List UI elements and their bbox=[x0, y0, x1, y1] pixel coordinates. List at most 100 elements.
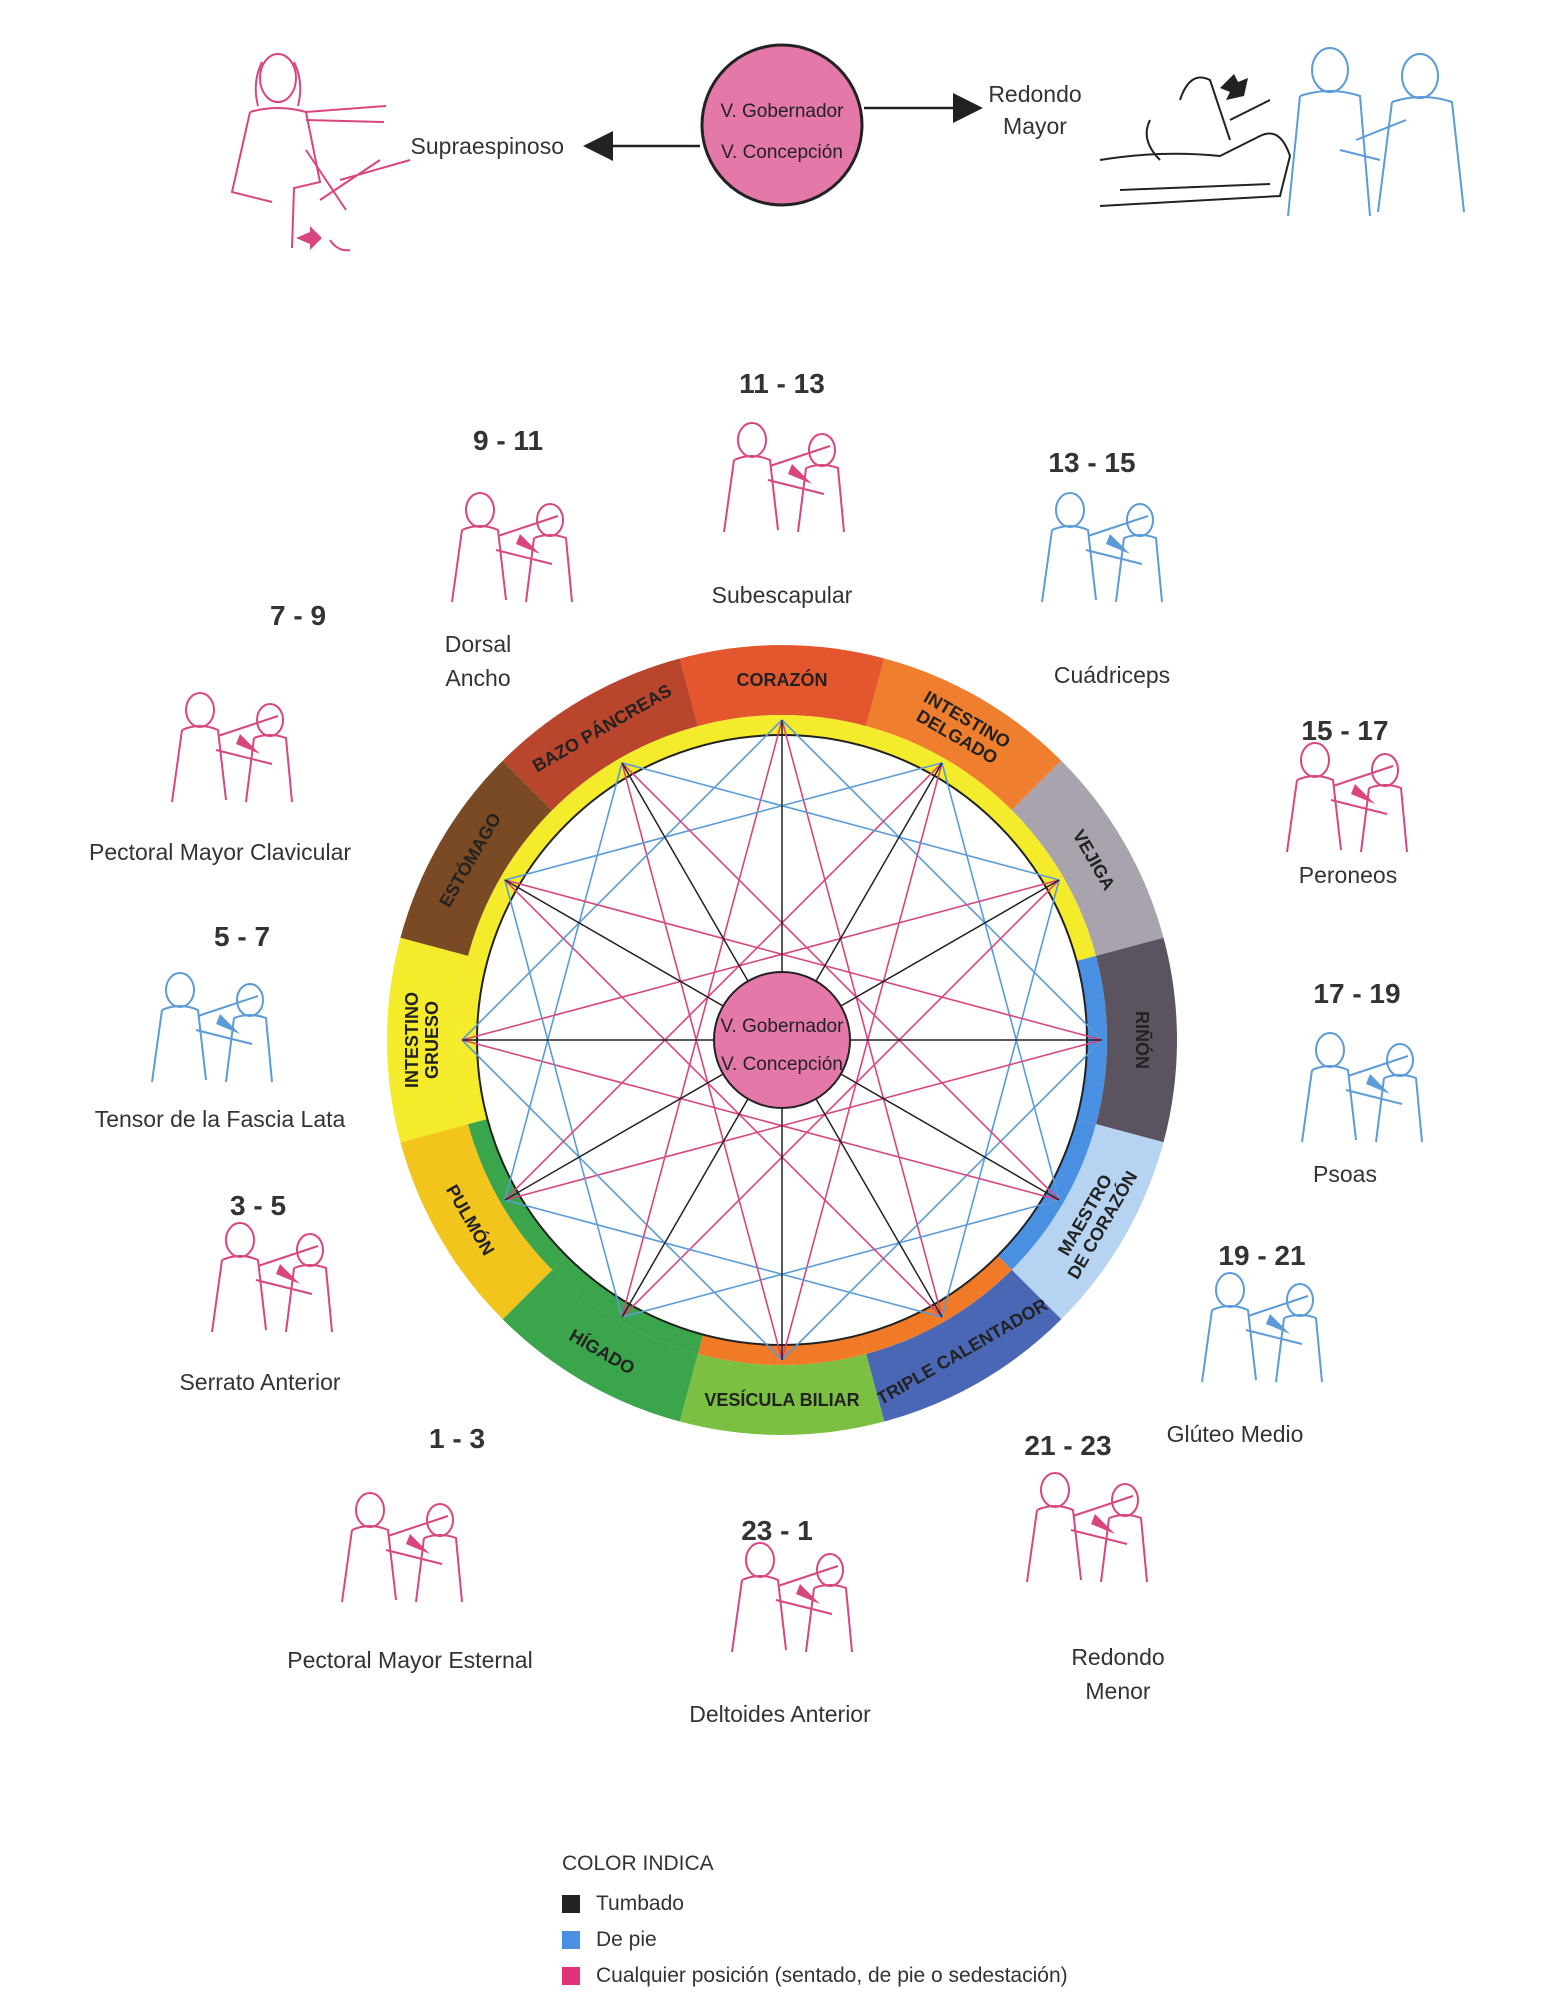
star-line-blue bbox=[941, 879, 1060, 1318]
legend-entry-tumbado: Tumbado bbox=[562, 1886, 1068, 1922]
legend-entry-cualquier: Cualquier posición (sentado, de pie o se… bbox=[562, 1958, 1068, 1994]
item-muscle-label: Menor bbox=[1085, 1678, 1151, 1704]
item-muscle-label: Tensor de la Fascia Lata bbox=[95, 1106, 346, 1132]
star-line-blue bbox=[941, 762, 1060, 1201]
legend-entry-de-pie: De pie bbox=[562, 1922, 1068, 1958]
item-range: 1 - 3 bbox=[429, 1423, 485, 1454]
wheel-segment-label: RIÑÓN bbox=[1132, 1011, 1153, 1069]
legend-label-tumbado: Tumbado bbox=[596, 1892, 684, 1915]
item-muscle-label: Ancho bbox=[445, 665, 510, 691]
wheel-inner-band bbox=[468, 810, 567, 962]
wheel-segment-label: CORAZÓN bbox=[737, 669, 828, 690]
direction-arrow-icon bbox=[1351, 784, 1375, 804]
wheel-center-circle bbox=[713, 971, 851, 1109]
item-illustration bbox=[1201, 1272, 1323, 1383]
legend-label-cualquier: Cualquier posición (sentado, de pie o se… bbox=[596, 1964, 1068, 1987]
header-center-line1: V. Gobernador bbox=[721, 101, 845, 122]
direction-arrow-icon bbox=[236, 734, 260, 754]
supraespinoso-arrow-icon bbox=[296, 226, 322, 250]
wheel-segment bbox=[1011, 1124, 1164, 1320]
direction-arrow-icon bbox=[1266, 1314, 1290, 1334]
item-muscle-label: Cuádriceps bbox=[1054, 662, 1170, 688]
star-line-pink bbox=[461, 879, 1060, 1041]
item-muscle-label: Peroneos bbox=[1299, 862, 1397, 888]
item-illustration bbox=[341, 1492, 463, 1603]
item-muscle-label: Deltoides Anterior bbox=[689, 1701, 871, 1727]
item-illustration bbox=[1041, 492, 1163, 603]
star-line-blue bbox=[504, 762, 623, 1201]
wheel-segment bbox=[679, 645, 885, 727]
star-line-pink bbox=[621, 762, 1060, 1201]
item-muscle-label: Pectoral Mayor Esternal bbox=[287, 1647, 532, 1673]
star-line-pink bbox=[504, 879, 943, 1318]
wheel-segment bbox=[866, 658, 1062, 811]
wheel-segment bbox=[502, 1269, 698, 1422]
wheel-segment bbox=[679, 1353, 885, 1435]
item-muscle-label: Glúteo Medio bbox=[1167, 1421, 1304, 1447]
star-line-blue bbox=[781, 1039, 1103, 1361]
star-line-blue bbox=[504, 879, 623, 1318]
item-muscle-label: Serrato Anterior bbox=[179, 1369, 340, 1395]
star-line-pink bbox=[461, 1039, 1060, 1201]
item-muscle-label: Psoas bbox=[1313, 1161, 1377, 1187]
direction-arrow-icon bbox=[1106, 534, 1130, 554]
wheel-segment bbox=[400, 760, 553, 956]
item-illustration bbox=[731, 1542, 853, 1653]
star-line-blue bbox=[461, 719, 783, 1041]
item-range: 23 - 1 bbox=[741, 1515, 813, 1546]
item-range: 15 - 17 bbox=[1301, 715, 1388, 746]
star-line-blue bbox=[461, 1039, 783, 1361]
wheel-segment bbox=[866, 1269, 1062, 1422]
wheel-inner-band bbox=[552, 726, 704, 825]
redondo-mayor-label-line1: Redondo bbox=[988, 81, 1081, 107]
wheel-center-line1: V. Gobernador bbox=[721, 1016, 845, 1037]
item-illustration bbox=[451, 492, 573, 603]
header-group: V. Gobernador V. Concepción Supraespinos… bbox=[230, 43, 1465, 252]
muscle-item: 23 - 1 Deltoides Anterior bbox=[689, 1515, 871, 1727]
item-illustration bbox=[723, 422, 845, 533]
redondo-mayor-arrow-icon bbox=[1220, 74, 1248, 100]
direction-arrow-icon bbox=[216, 1014, 240, 1034]
direction-arrow-icon bbox=[1091, 1514, 1115, 1534]
star-line-pink bbox=[621, 879, 1060, 1318]
star-line-pink bbox=[781, 762, 943, 1361]
redondo-mayor-illustration-standing bbox=[1287, 47, 1465, 217]
star-line-pink bbox=[504, 762, 943, 1201]
header-center-line2: V. Concepción bbox=[721, 142, 843, 163]
star-line-pink bbox=[504, 879, 1103, 1041]
star-line-blue bbox=[504, 1199, 943, 1318]
item-range: 13 - 15 bbox=[1048, 447, 1135, 478]
wheel-inner-band bbox=[997, 1118, 1096, 1270]
item-illustration bbox=[1301, 1032, 1423, 1143]
item-muscle-label: Dorsal bbox=[445, 631, 511, 657]
item-muscle-label: Subescapular bbox=[712, 582, 853, 608]
wheel-segment bbox=[1011, 760, 1164, 956]
star-line-pink bbox=[621, 762, 783, 1361]
item-illustration bbox=[171, 692, 293, 803]
wheel-inner-band bbox=[552, 1255, 704, 1354]
direction-arrow-icon bbox=[788, 464, 812, 484]
star-line-blue bbox=[621, 762, 1060, 881]
muscle-item: 13 - 15 Cuádriceps bbox=[1041, 447, 1170, 688]
wheel-segment bbox=[387, 937, 469, 1143]
muscle-item: 1 - 3 Pectoral Mayor Esternal bbox=[287, 1423, 532, 1673]
legend-swatch-black bbox=[562, 1895, 580, 1913]
header-center-circle bbox=[700, 43, 864, 207]
legend: COLOR INDICA Tumbado De pie Cualquier po… bbox=[562, 1852, 1068, 1994]
star-line-pink bbox=[504, 1039, 1103, 1201]
direction-arrow-icon bbox=[516, 534, 540, 554]
item-illustration bbox=[1026, 1472, 1148, 1583]
wheel-segment-label-line: GRUESO bbox=[422, 1001, 442, 1079]
star-line-blue bbox=[621, 1199, 1060, 1318]
item-illustration bbox=[151, 972, 273, 1083]
wheel-segment bbox=[1095, 937, 1177, 1143]
meridian-wheel: CORAZÓNINTESTINODELGADOVEJIGARIÑÓNMAESTR… bbox=[387, 645, 1177, 1435]
item-range: 11 - 13 bbox=[739, 368, 825, 399]
muscle-items: 11 - 13 Subescapular 13 - 15 Cuádriceps 15 -… bbox=[89, 368, 1423, 1727]
wheel-segment bbox=[400, 1124, 553, 1320]
